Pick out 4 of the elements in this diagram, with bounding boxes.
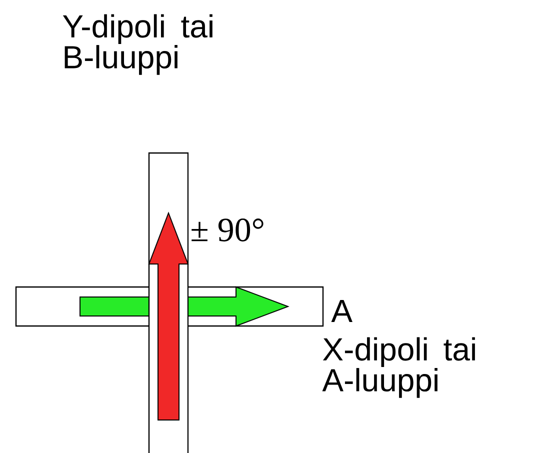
port-label: A — [331, 300, 352, 322]
antenna-label: Y-dipoli tai B-luuppi — [62, 14, 212, 75]
phase-label: ± 90° — [192, 218, 264, 242]
antenna-label: X-dipoli tai A-luuppi — [322, 337, 475, 398]
